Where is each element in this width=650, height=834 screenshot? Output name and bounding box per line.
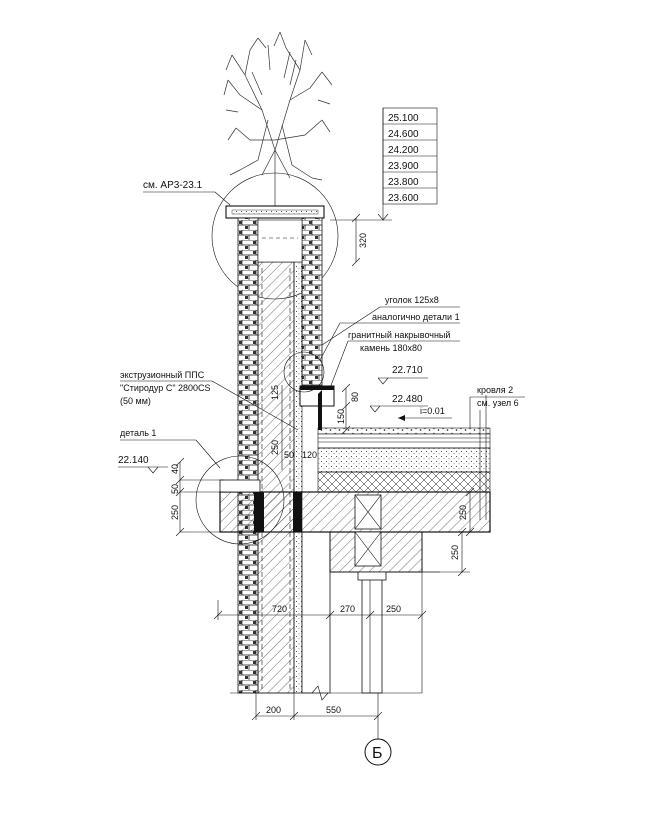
- dimension-horizontal-upper: 720 270 250: [213, 600, 427, 620]
- dimension-left-stack: 40 50 250: [170, 457, 225, 537]
- similar-detail-label: аналогично детали 1: [372, 312, 460, 322]
- section-axis-letter: Б: [372, 745, 383, 762]
- dim-250-wall-text: 250: [270, 440, 280, 455]
- dimension-150-80: 150 80: [336, 383, 360, 435]
- dim-270-text: 270: [340, 604, 355, 614]
- dim-250-bottom-text: 250: [386, 604, 401, 614]
- granite-label-1: гранитный накрывочный: [348, 330, 450, 340]
- dimension-beam: 250: [422, 527, 470, 577]
- dimension-wall-vertical: 125 250 50 120: [270, 385, 317, 470]
- elevation-table: 25.100 24.600 24.200 23.900 23.800 23.60…: [330, 107, 438, 221]
- level-mark-22140: 22.140: [118, 455, 168, 474]
- level-22710-text: 22.710: [392, 365, 423, 376]
- eps-label-3: (50 мм): [120, 396, 151, 406]
- level-22140-text: 22.140: [118, 455, 149, 466]
- slope-label: i=0.01: [420, 406, 445, 416]
- level-mark-22480: 22.480: [369, 394, 428, 413]
- tree-illustration: [223, 31, 333, 210]
- elevation-23800: 23.800: [388, 177, 419, 188]
- elevation-23600: 23.600: [388, 193, 419, 204]
- callout-similar-detail: аналогично детали 1: [319, 312, 460, 361]
- break-mark: [311, 685, 329, 701]
- dim-50-left-text: 50: [170, 484, 180, 494]
- detail-circle-1: [195, 455, 285, 545]
- dim-80-text: 80: [350, 392, 360, 402]
- callout-granite: гранитный накрывочный камень 180х80: [329, 330, 460, 389]
- dim-40-text: 40: [170, 464, 180, 474]
- roof-label-1: кровля 2: [477, 385, 513, 395]
- ref-top-label: см. АР3-23.1: [143, 180, 203, 191]
- angle-label: уголок 125х8: [385, 295, 439, 305]
- level-mark-22710: 22.710: [377, 365, 428, 385]
- elevation-24200: 24.200: [388, 145, 419, 156]
- dim-120-text: 120: [302, 450, 317, 460]
- parapet-wall: [225, 205, 331, 694]
- dimension-right-slab: 250: [458, 487, 475, 537]
- eps-label-2: "Стиродур С" 2800CS: [120, 383, 211, 393]
- dim-250-left-text: 250: [170, 505, 180, 520]
- roof-label-2: см. узел 6: [477, 398, 519, 408]
- detail-circle-similar: [283, 351, 325, 393]
- dim-250-beam-text: 250: [450, 545, 460, 560]
- eps-label-1: экструзионный ППС: [120, 370, 205, 380]
- dim-550-text: 550: [326, 705, 341, 715]
- dim-200-text: 200: [266, 705, 281, 715]
- dim-320-text: 320: [358, 233, 368, 248]
- dim-125-text: 125: [270, 385, 280, 400]
- section-axis-mark: Б: [364, 738, 392, 766]
- callout-roof: кровля 2 см. узел 6: [469, 385, 525, 428]
- elevation-24600: 24.600: [388, 129, 419, 140]
- dim-250-right-text: 250: [458, 505, 468, 520]
- elevation-25100: 25.100: [388, 113, 419, 124]
- elevation-23900: 23.900: [388, 161, 419, 172]
- slope-mark: i=0.01: [398, 406, 452, 421]
- callout-detail1: деталь 1: [120, 428, 221, 469]
- granite-label-2: камень 180х80: [360, 343, 422, 353]
- detail1-label: деталь 1: [120, 428, 156, 438]
- dimension-320: 320: [351, 213, 368, 267]
- dim-720-text: 720: [272, 604, 287, 614]
- dim-50-wall-text: 50: [284, 450, 294, 460]
- level-22480-text: 22.480: [392, 394, 423, 405]
- dim-150-text: 150: [336, 409, 346, 424]
- callout-eps: экструзионный ППС "Стиродур С" 2800CS (5…: [120, 370, 299, 431]
- roof-structure: [219, 385, 491, 694]
- dimension-horizontal-lower: 200 550: [251, 693, 383, 740]
